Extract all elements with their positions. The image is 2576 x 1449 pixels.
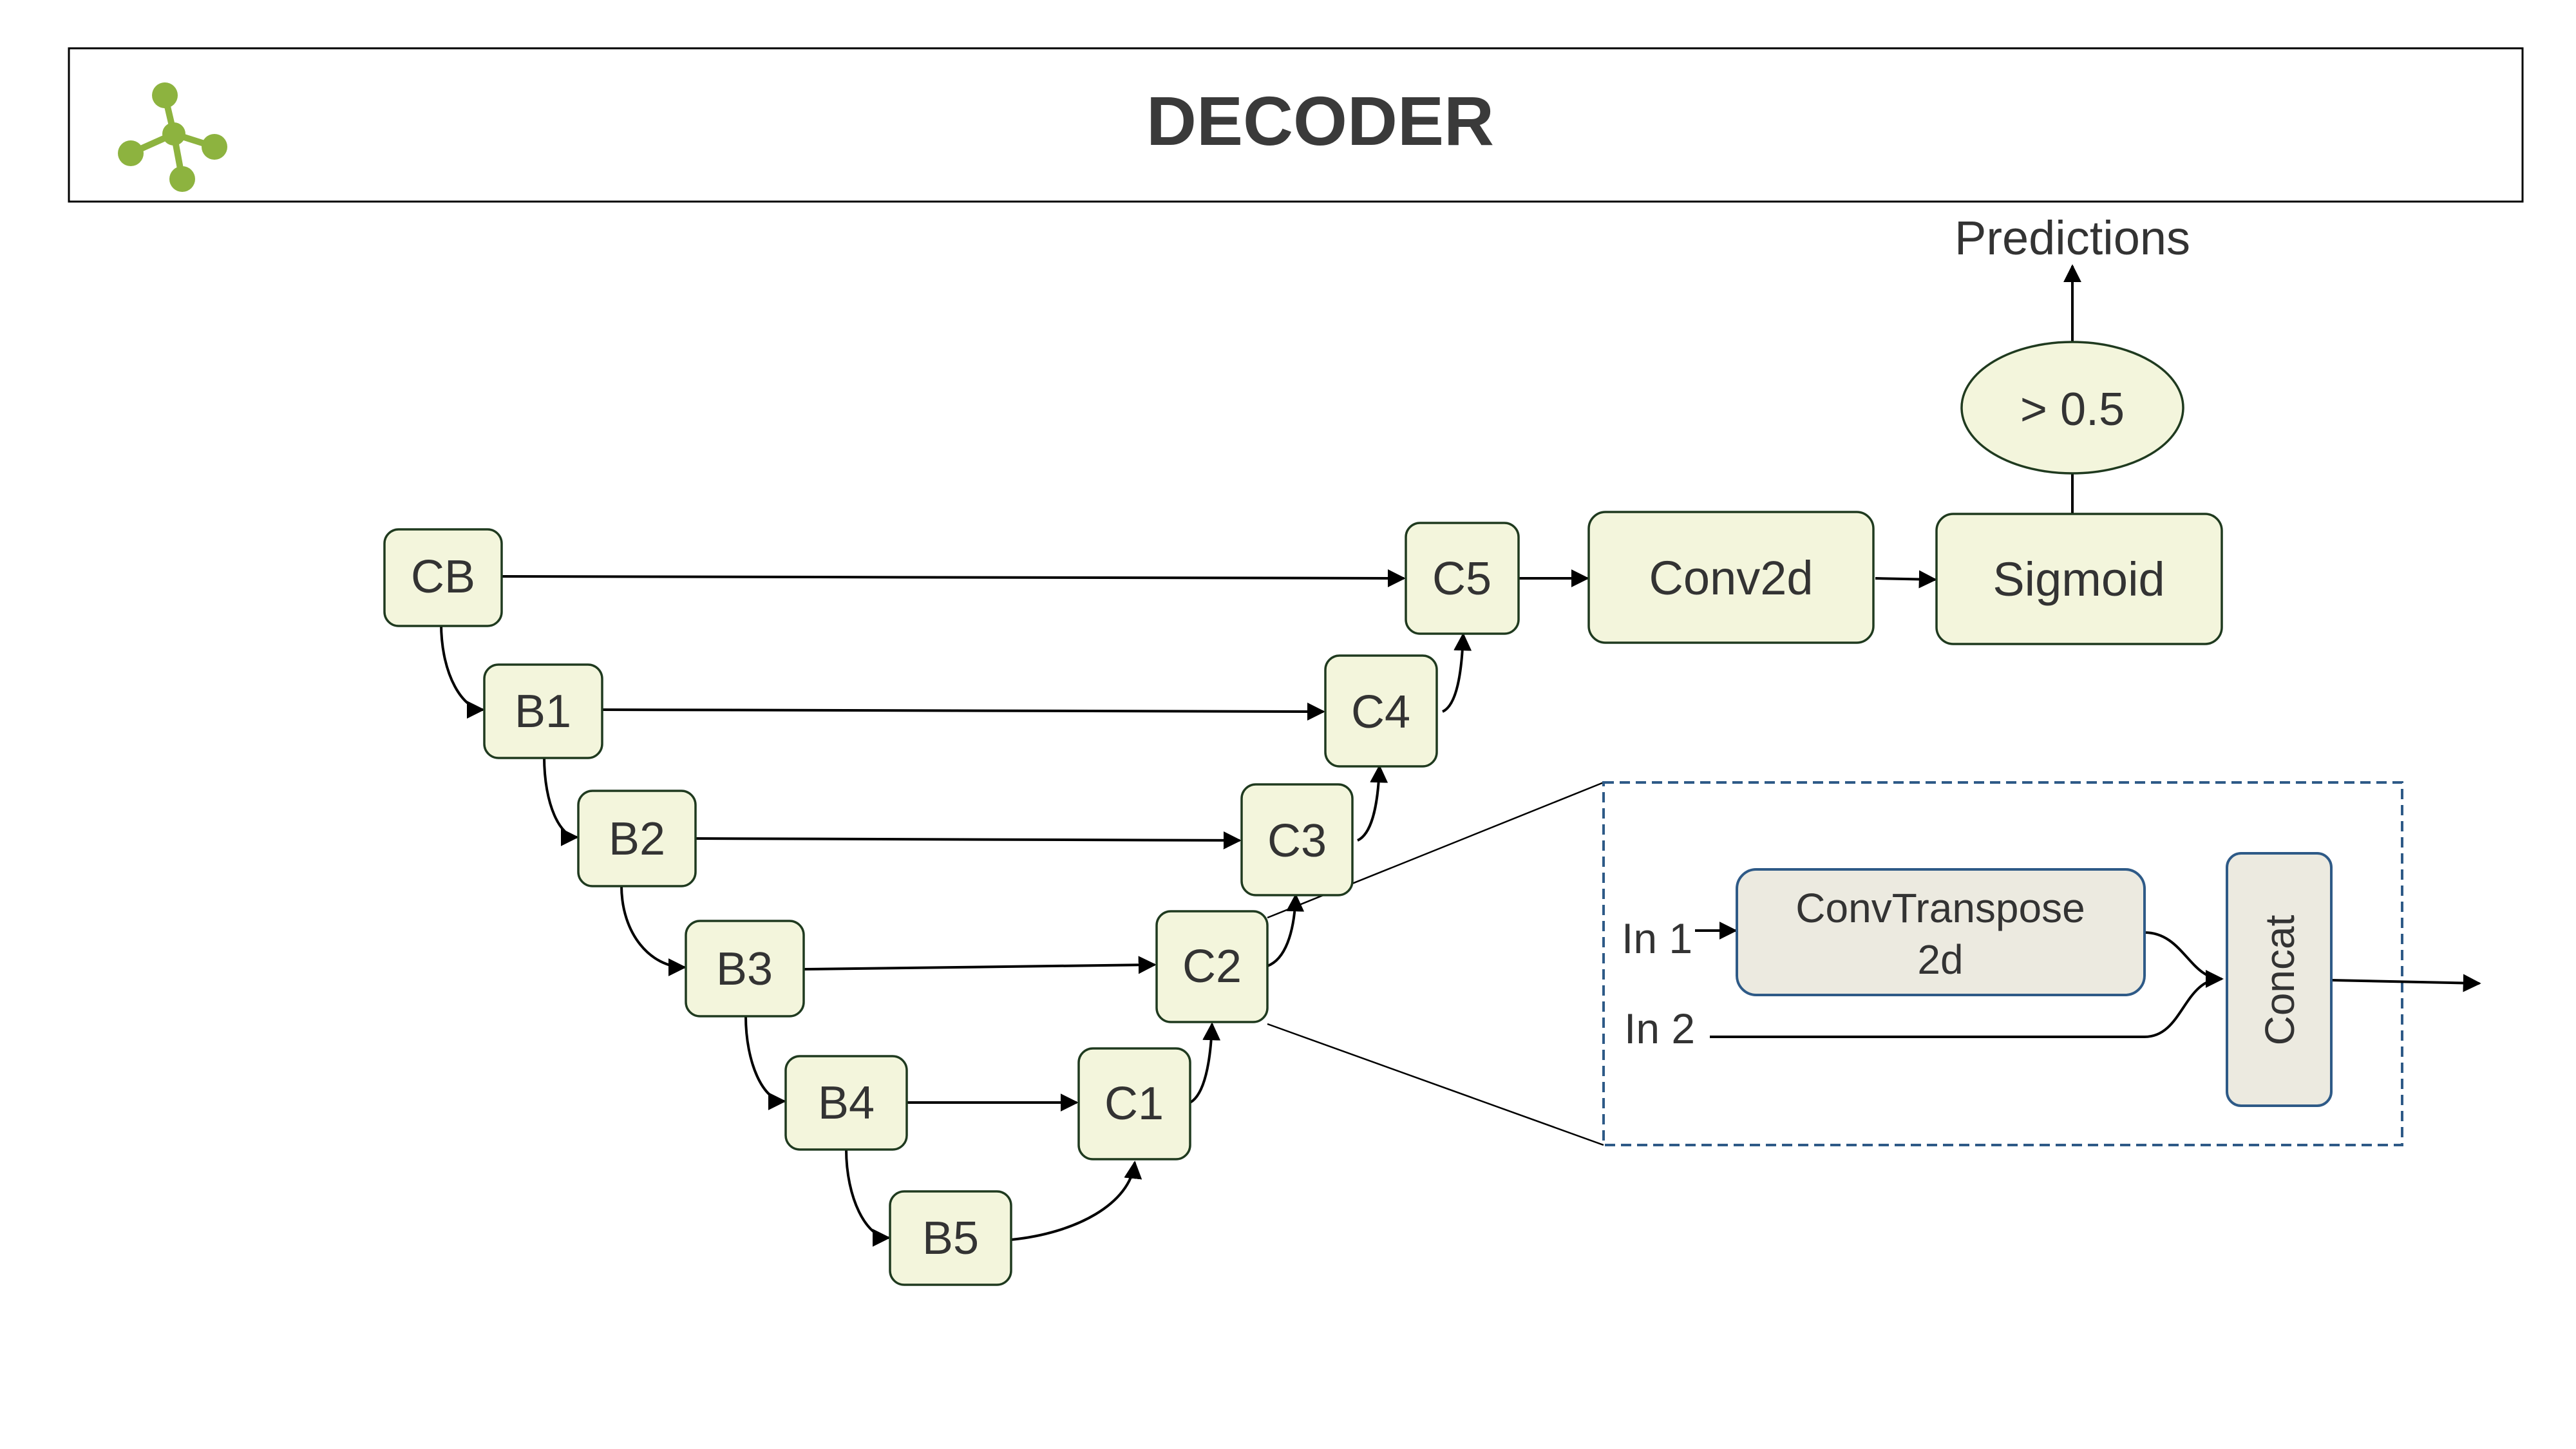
node-concat: Concat xyxy=(2226,852,2333,1107)
arrow-b3-b4 xyxy=(744,1016,786,1110)
arrow-b4-b5 xyxy=(845,1149,891,1247)
node-conv2d: Conv2d xyxy=(1587,511,1875,644)
node-c5: C5 xyxy=(1405,522,1520,635)
svg-text:C1: C1 xyxy=(1104,1078,1164,1130)
in2-label: In 2 xyxy=(1624,1005,1695,1052)
node-b4: B4 xyxy=(784,1055,908,1151)
svg-text:Concat: Concat xyxy=(2257,914,2303,1045)
header-frame xyxy=(68,47,2524,203)
svg-text:> 0.5: > 0.5 xyxy=(2020,384,2125,435)
node-c1: C1 xyxy=(1077,1047,1191,1160)
arrow-conv2d-sigmoid xyxy=(1875,570,1937,589)
node-cb: CB xyxy=(383,528,503,627)
node-b1: B1 xyxy=(483,663,603,759)
svg-text:B2: B2 xyxy=(609,813,665,865)
node-b3: B3 xyxy=(685,920,805,1018)
zoom-line-bottom xyxy=(1267,1023,1604,1146)
inset-detail: In 1 In 2 ConvTranspose 2d Concat xyxy=(1602,781,2481,1146)
node-b5: B5 xyxy=(889,1190,1012,1286)
predictions-label: Predictions xyxy=(1955,211,2190,265)
arrow-c2-c3 xyxy=(1267,893,1305,967)
arrow-b5-c1 xyxy=(1010,1160,1142,1241)
svg-text:B1: B1 xyxy=(515,686,571,737)
arrow-cb-b1 xyxy=(440,623,485,719)
svg-text:C2: C2 xyxy=(1182,941,1242,992)
arrow-c1-c2 xyxy=(1189,1022,1221,1104)
svg-text:C3: C3 xyxy=(1267,815,1327,867)
connectors xyxy=(440,264,2081,1247)
svg-text:2d: 2d xyxy=(1917,936,1963,983)
node-convtranspose: ConvTranspose 2d xyxy=(1736,868,2146,996)
svg-text:C5: C5 xyxy=(1432,553,1492,605)
node-c2: C2 xyxy=(1155,910,1269,1023)
arrow-b3-c2 xyxy=(803,956,1157,974)
svg-text:B5: B5 xyxy=(922,1213,979,1264)
arrow-b1-c4 xyxy=(601,702,1325,721)
svg-text:Sigmoid: Sigmoid xyxy=(1993,553,2164,606)
arrow-b2-c3 xyxy=(695,831,1242,849)
svg-text:B4: B4 xyxy=(818,1077,875,1129)
arrow-c4-c5 xyxy=(1441,632,1472,713)
svg-text:B3: B3 xyxy=(716,943,773,995)
svg-text:Conv2d: Conv2d xyxy=(1649,551,1813,605)
arrow-concat-out xyxy=(2331,974,2481,992)
svg-text:ConvTranspose: ConvTranspose xyxy=(1795,885,2085,931)
node-b2: B2 xyxy=(577,790,697,887)
node-threshold: > 0.5 xyxy=(1960,341,2184,475)
arrow-b1-b2 xyxy=(543,756,579,846)
molecule-icon xyxy=(118,82,227,192)
node-c3: C3 xyxy=(1240,783,1354,896)
arrow-convtranspose-concat xyxy=(2144,931,2224,988)
node-c4: C4 xyxy=(1324,654,1438,768)
page-title: DECODER xyxy=(1146,82,1494,160)
svg-text:CB: CB xyxy=(411,551,475,603)
arrow-b2-b3 xyxy=(620,885,687,976)
arrow-c3-c4 xyxy=(1357,764,1388,842)
node-sigmoid: Sigmoid xyxy=(1935,513,2223,645)
svg-text:C4: C4 xyxy=(1351,687,1410,738)
arrow-cb-c5 xyxy=(502,569,1406,587)
in1-label: In 1 xyxy=(1622,914,1692,962)
